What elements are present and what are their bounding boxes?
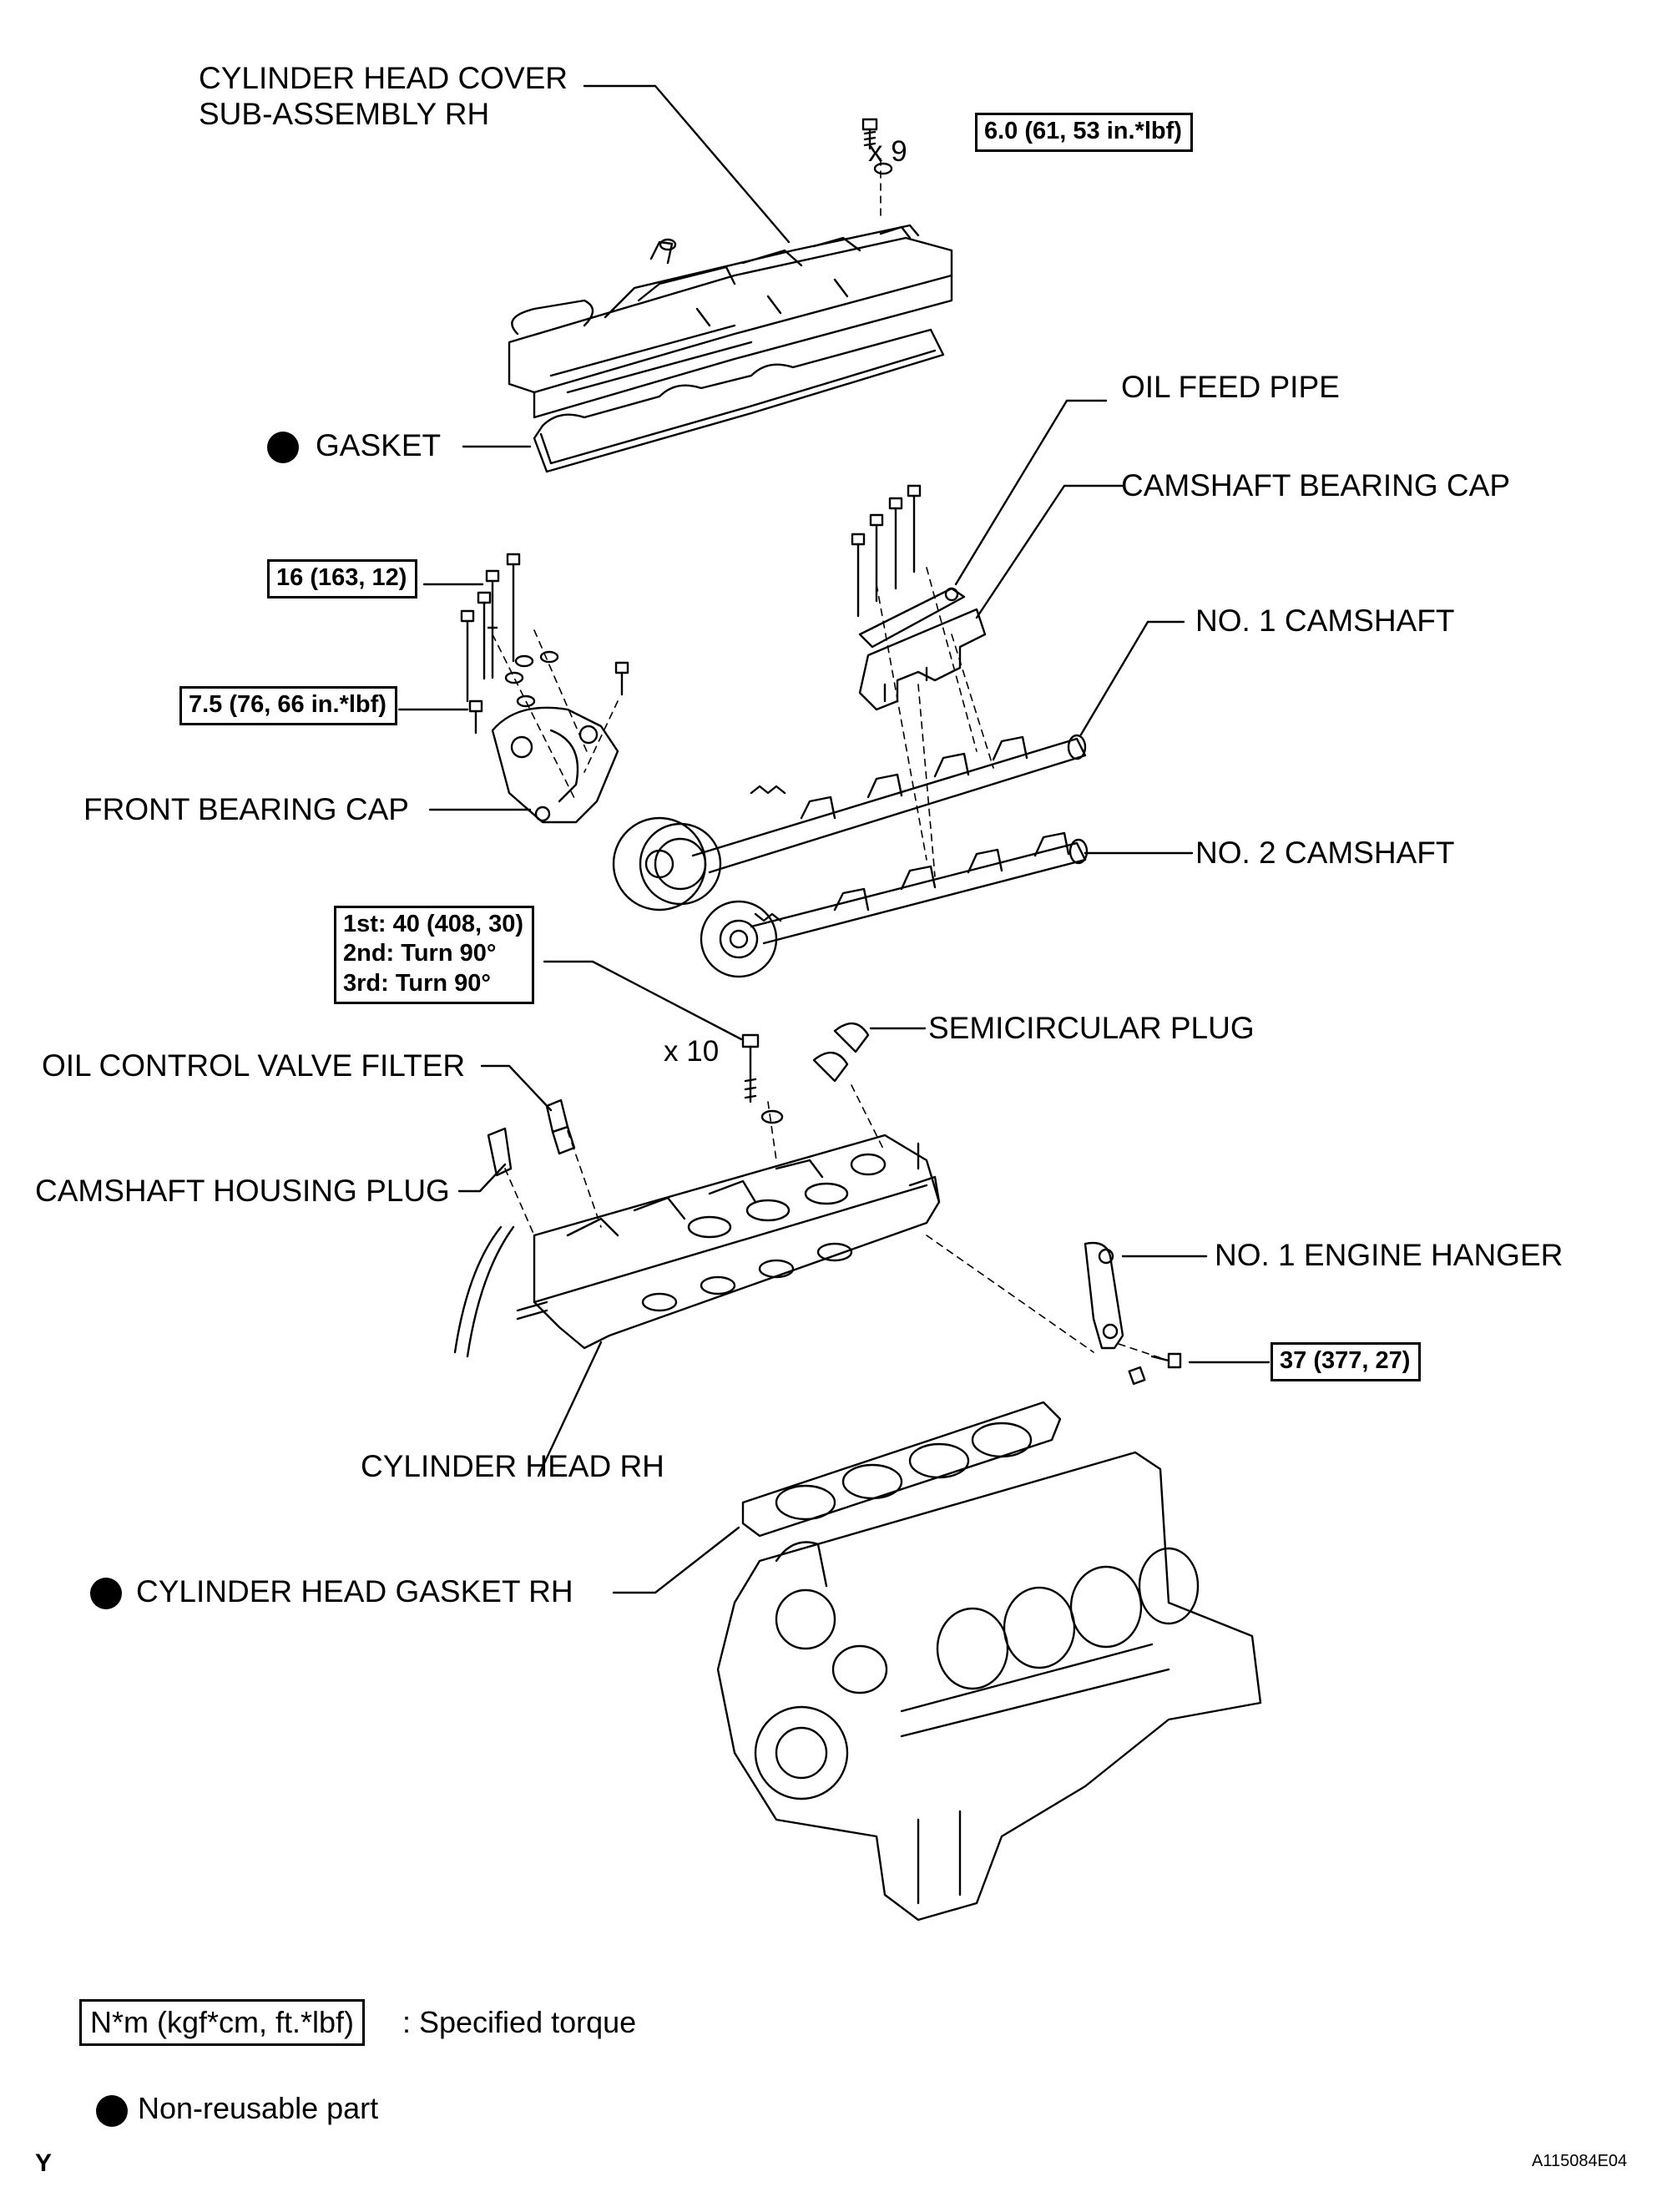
cylinder-head-gasket	[741, 1401, 1062, 1538]
torque-hanger-bolts: 37 (377, 27)	[1271, 1342, 1422, 1382]
hanger-bolts	[1128, 1352, 1182, 1386]
legend-torque-desc: : Specified torque	[402, 2005, 637, 2039]
torque-head-step1: 1st: 40 (408, 30)	[343, 911, 524, 937]
legend-nonreusable-text: Non-reusable part	[138, 2091, 379, 2125]
camshaft-cap-bolts	[851, 484, 922, 618]
semicircular-plug	[812, 1023, 870, 1083]
label-semicircular-plug: SEMICIRCULAR PLUG	[928, 1011, 1255, 1045]
front-bearing-cap	[491, 706, 619, 824]
torque-head-step2: 2nd: Turn 90°	[343, 940, 497, 967]
label-cylinder-head-gasket: CYLINDER HEAD GASKET RH	[136, 1574, 573, 1608]
oil-control-valve-filter	[545, 1098, 576, 1155]
figure-code: A115084E04	[1532, 2152, 1628, 2170]
label-oil-control-valve-filter: OIL CONTROL VALVE FILTER	[42, 1048, 466, 1083]
label-cylinder-head: CYLINDER HEAD RH	[361, 1449, 664, 1483]
front-cap-bolts	[460, 553, 629, 735]
torque-head-step3: 3rd: Turn 90°	[343, 969, 492, 997]
nonreusable-dot-gasket	[267, 432, 299, 463]
harness-tube	[453, 1225, 515, 1358]
no1-camshaft	[612, 734, 1087, 922]
engine-hanger	[1084, 1241, 1124, 1350]
label-no1-engine-hanger: NO. 1 ENGINE HANGER	[1215, 1238, 1564, 1272]
label-head-cover-line2: SUB-ASSEMBLY RH	[199, 97, 490, 131]
footer-letter: Y	[35, 2149, 53, 2177]
multiplier-cover-bolts: x 9	[868, 135, 907, 168]
torque-head-bolts: 1st: 40 (408, 30) 2nd: Turn 90° 3rd: Tur…	[334, 906, 535, 1005]
head-cover-gasket	[533, 328, 945, 473]
camshaft-housing-plug	[487, 1127, 513, 1177]
label-head-cover-line1: CYLINDER HEAD COVER	[199, 61, 568, 95]
cylinder-head	[516, 1134, 941, 1350]
engine-block	[716, 1451, 1262, 1922]
cylinder-head-cover	[508, 224, 953, 419]
nonreusable-dot-head-gasket	[90, 1578, 122, 1609]
torque-front-cap-short: 7.5 (76, 66 in.*lbf)	[179, 686, 397, 726]
label-camshaft-bearing-cap: CAMSHAFT BEARING CAP	[1121, 468, 1511, 502]
legend-nonreusable-dot	[96, 2095, 128, 2127]
label-camshaft-housing-plug: CAMSHAFT HOUSING PLUG	[35, 1174, 450, 1208]
head-bolt	[741, 1033, 784, 1124]
no2-camshaft	[700, 831, 1089, 978]
label-oil-feed-pipe: OIL FEED PIPE	[1121, 370, 1340, 404]
label-front-bearing-cap: FRONT BEARING CAP	[83, 792, 409, 826]
camshaft-bearing-caps	[858, 608, 987, 711]
torque-front-cap-long: 16 (163, 12)	[267, 559, 418, 599]
legend-torque-box: N*m (kgf*cm, ft.*lbf)	[79, 1999, 366, 2046]
label-gasket: GASKET	[316, 428, 442, 462]
label-no1-camshaft: NO. 1 CAMSHAFT	[1195, 604, 1455, 638]
leader-lines	[397, 84, 1271, 1594]
alignment-dashes	[492, 158, 1169, 1361]
torque-cover-bolts: 6.0 (61, 53 in.*lbf)	[975, 113, 1193, 153]
label-no2-camshaft: NO. 2 CAMSHAFT	[1195, 836, 1455, 870]
oil-feed-pipe	[858, 587, 966, 649]
multiplier-head-bolts: x 10	[664, 1035, 720, 1068]
cover-bolt	[861, 118, 893, 175]
